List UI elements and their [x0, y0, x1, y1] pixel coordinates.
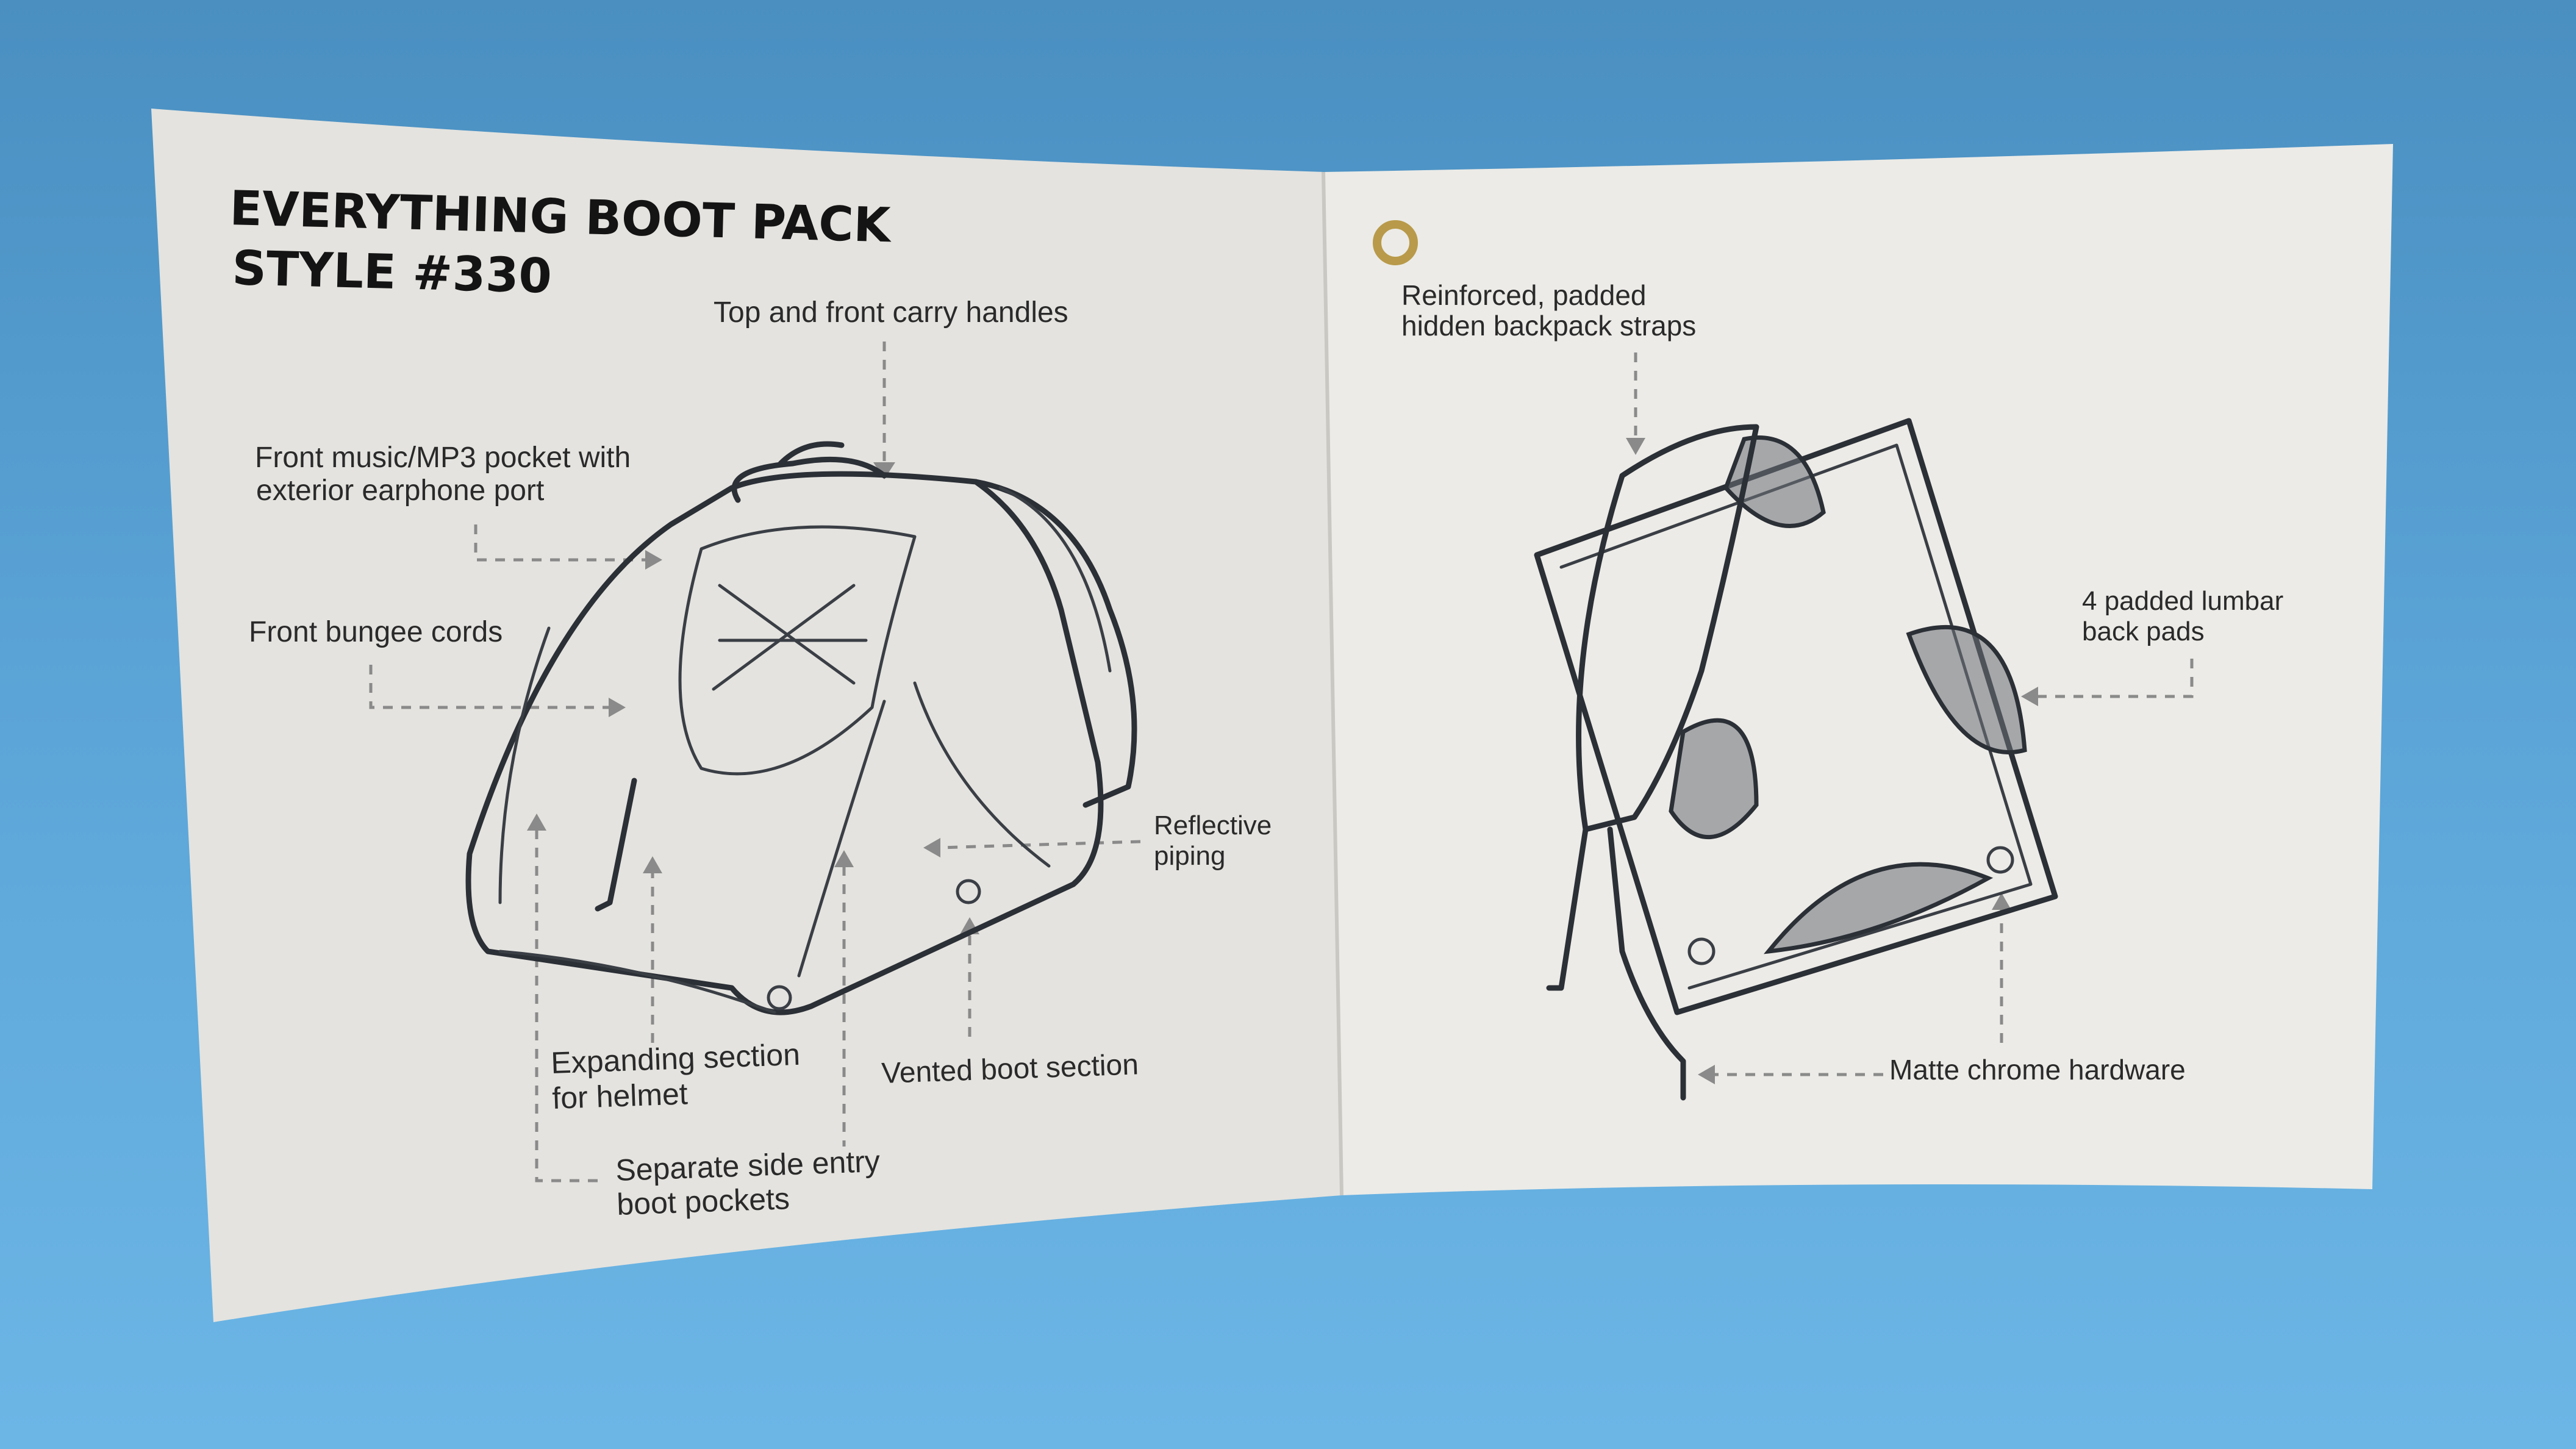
callout-music-line2: exterior earphone port	[256, 474, 544, 507]
callout-reflective-line2: piping	[1154, 841, 1225, 871]
callout-music-line1: Front music/MP3 pocket with	[255, 442, 631, 474]
callout-side-line2: boot pockets	[616, 1181, 790, 1222]
callout-lumbar-line2: back pads	[2082, 617, 2205, 646]
boot-pack-back-illustration	[1534, 418, 2058, 1101]
leader-lines-right	[1626, 352, 2194, 1084]
callout-top-handles: Top and front carry handles	[714, 296, 1068, 329]
callout-bungee: Front bungee cords	[249, 616, 503, 648]
callout-straps-line1: Reinforced, padded	[1401, 279, 1647, 311]
center-fold	[1322, 171, 1343, 1196]
boot-pack-front-illustration	[465, 441, 1137, 1015]
callout-lumbar-line1: 4 padded lumbar	[2082, 586, 2283, 616]
left-page	[151, 109, 1342, 1322]
grommet-icon	[1373, 220, 1418, 265]
callout-hardware: Matte chrome hardware	[1889, 1054, 2186, 1086]
right-page	[1323, 144, 2393, 1195]
brochure-paper	[151, 109, 2393, 1322]
callout-reflective-line1: Reflective	[1154, 810, 1272, 840]
callout-expanding-line2: for helmet	[551, 1076, 688, 1115]
brochure-title-line2: STYLE #330	[232, 241, 553, 304]
callout-straps-line2: hidden backpack straps	[1401, 310, 1696, 342]
